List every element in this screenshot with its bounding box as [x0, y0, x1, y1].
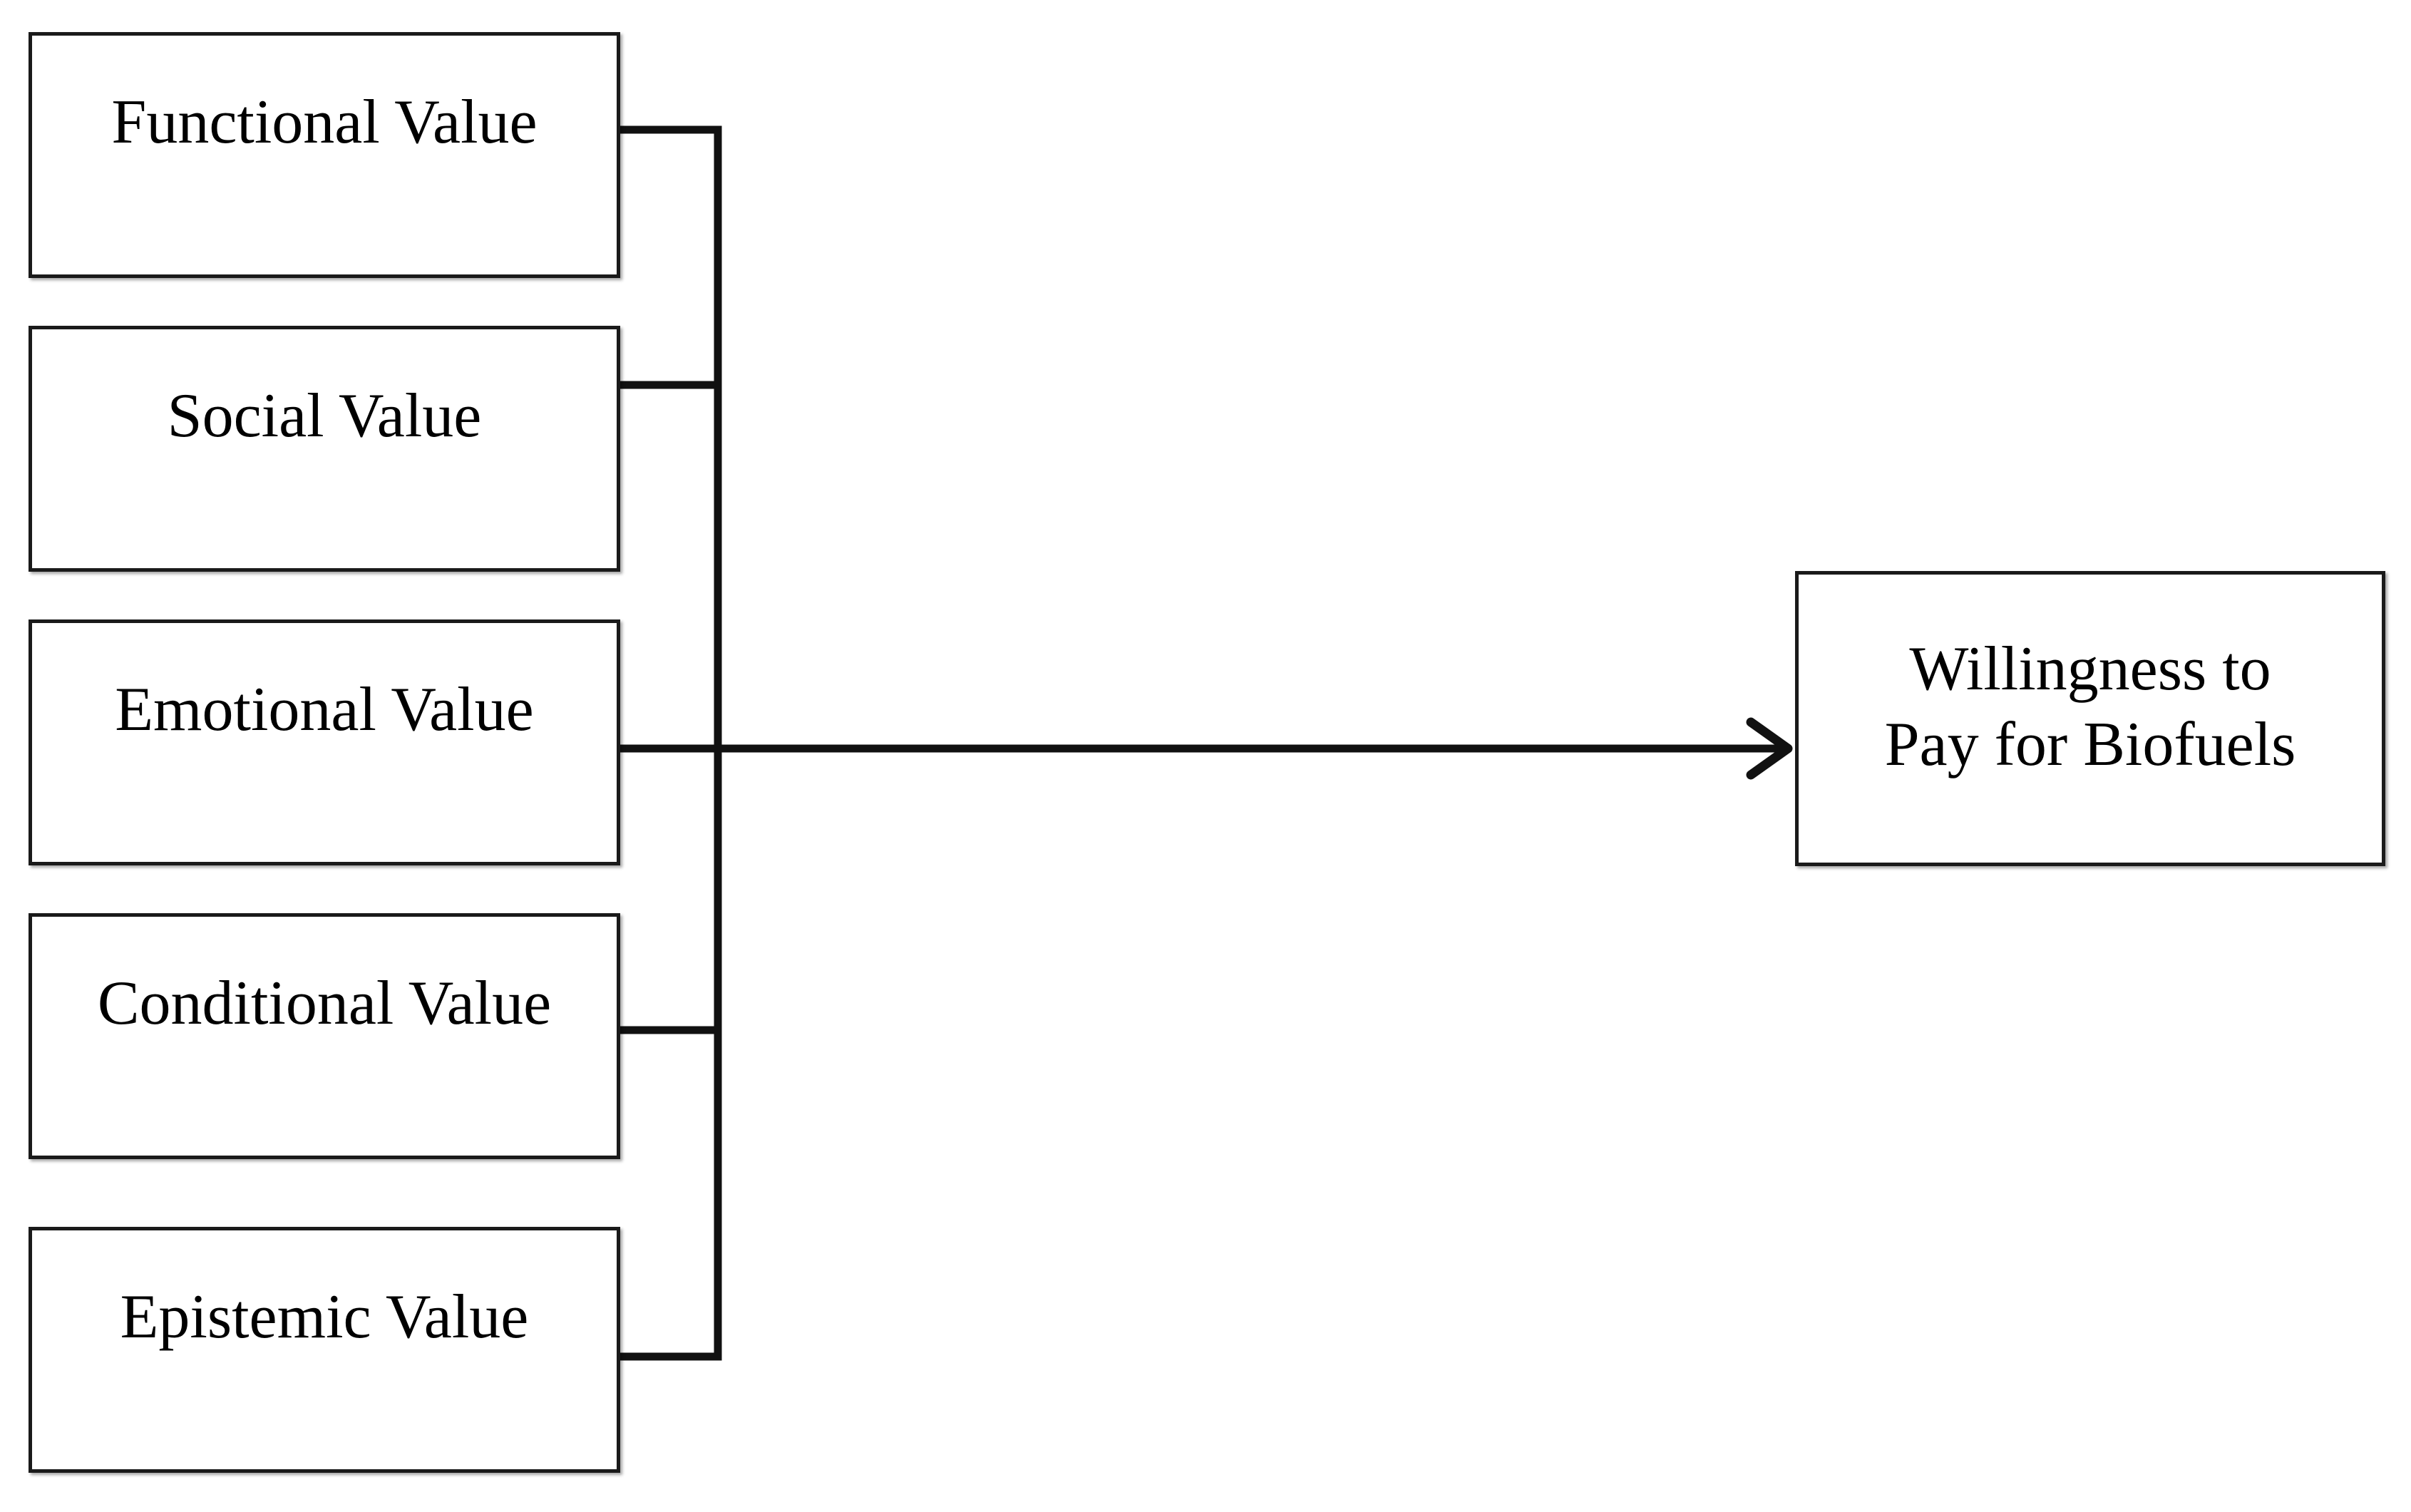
conditional-value-box: Conditional Value — [29, 913, 620, 1159]
epistemic-value-box: Epistemic Value — [29, 1227, 620, 1473]
outcome-label-line-2: Pay for Biofuels — [1884, 710, 2296, 779]
functional-value-label: Functional Value — [111, 88, 538, 157]
social-value-label: Social Value — [167, 381, 482, 451]
emotional-value-label: Emotional Value — [115, 675, 534, 744]
conditional-value-label: Conditional Value — [97, 969, 552, 1038]
emotional-value-box: Emotional Value — [29, 619, 620, 865]
epistemic-value-label: Epistemic Value — [120, 1282, 529, 1352]
outcome-label-line-1: Willingness to — [1909, 634, 2271, 704]
social-value-box: Social Value — [29, 326, 620, 572]
arrowhead-icon — [1746, 717, 1793, 780]
functional-value-box: Functional Value — [29, 32, 620, 278]
willingness-to-pay-box: Willingness to Pay for Biofuels — [1795, 571, 2385, 866]
